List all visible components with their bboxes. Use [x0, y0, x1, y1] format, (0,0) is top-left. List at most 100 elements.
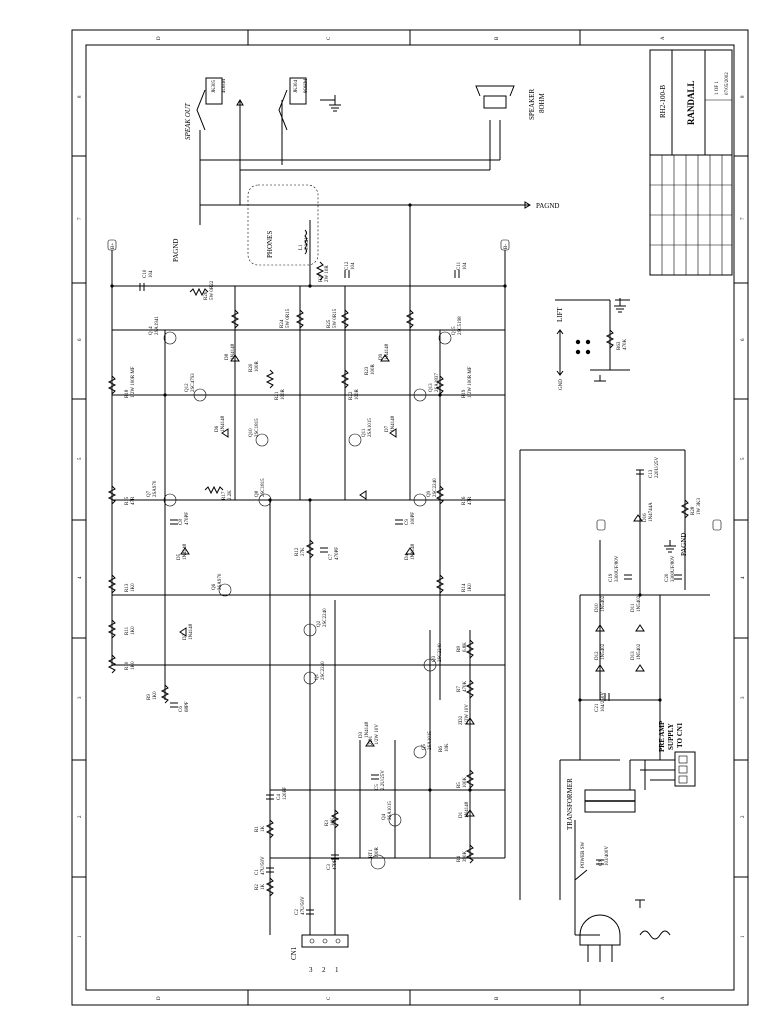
part-d4-value: 1N4148: [411, 543, 416, 560]
part-d11-value: 1N5402: [637, 595, 642, 612]
part-r8-ref: R8: [457, 646, 462, 652]
part-l1-ref: L1: [299, 244, 304, 250]
row-label-c-bottom: C: [327, 996, 332, 1000]
cn1-pin-1: 1: [335, 966, 339, 974]
part-c3-value: 47PF: [333, 859, 338, 870]
part-rt1-ref: RT1: [369, 849, 374, 858]
part-c7-ref: C7: [329, 554, 334, 560]
part-d1-value: 1N4148: [465, 801, 470, 818]
power-switch-label: POWER SW: [581, 841, 586, 868]
part-c6-ref: C6: [179, 706, 184, 712]
preamp-label-1: PRE AMP: [658, 720, 666, 752]
part-r3-value: 10K: [331, 817, 336, 826]
cn1-label: CN1: [290, 946, 298, 960]
part-d13-value: 1N5402: [637, 643, 642, 660]
col-label-8-left: 8: [78, 95, 83, 98]
part-r1-ref: R1: [255, 826, 260, 832]
preamp-label-3: TO CN1: [676, 722, 684, 748]
part-d10-ref: D10: [595, 603, 600, 612]
part-q11-value: 2SA1015: [368, 418, 373, 437]
part-r28-ref: R28: [691, 506, 696, 515]
part-q10-value: 2SC1815: [255, 418, 260, 437]
part-r24-ref: R24: [280, 319, 285, 328]
part-d1-ref: D1: [459, 811, 464, 818]
part-q8-ref: Q8: [255, 490, 260, 497]
col-label-1-left: 1: [78, 935, 83, 938]
part-r7-ref: R7: [457, 686, 462, 692]
part-r13-value: 1K0: [131, 583, 136, 592]
part-r3-ref: R3: [325, 820, 330, 826]
jk305-ohm-label: 4OHM: [222, 78, 227, 93]
col-label-2-right: 2: [741, 815, 746, 818]
part-cx-value: 103/400V: [605, 846, 610, 866]
lift-label: LIFT: [556, 307, 564, 323]
part-c6-value: 68PF: [185, 701, 190, 712]
part-r1-value: 1K: [261, 826, 266, 833]
part-r7-value: 470K: [463, 681, 468, 693]
part-d7-ref: D7: [385, 425, 390, 432]
part-r21-ref: R21: [275, 391, 280, 400]
part-c10-value: 104: [149, 270, 154, 278]
part-d8-value: 1N4148: [231, 343, 236, 360]
part-q7-ref: Q7: [147, 490, 152, 497]
part-c21-value: 104/250V: [601, 692, 606, 712]
part-q4-value: 2SA1015: [388, 801, 393, 820]
part-q9-value: 2SC2240: [433, 478, 438, 497]
part-d7-value: 1N4148: [391, 415, 396, 432]
part-c20-ref: C20: [665, 573, 670, 582]
part-zd1-ref: ZD1: [369, 735, 374, 745]
schematic-labels: SPEAK OUT JK305 4OHM JK304 8OHM SPEAKER …: [111, 78, 688, 974]
part-r13-ref: R13: [125, 583, 130, 592]
col-label-1-right: 1: [741, 935, 746, 938]
part-c8-ref: C8: [179, 519, 184, 525]
part-q3-ref: Q3: [432, 655, 437, 662]
part-r23-ref: R23: [365, 366, 370, 375]
part-c3-ref: C3: [327, 864, 332, 870]
part-r17-value: 2.2K: [228, 490, 233, 500]
pagnd-psu-label: PAGND: [680, 533, 688, 556]
part-l1-value: 3.3uH: [305, 237, 310, 250]
part-c7-value: 470PF: [335, 547, 340, 560]
drawing-number: RH2-100-B: [659, 85, 667, 118]
col-label-3-left: 3: [78, 696, 83, 699]
part-r4-value: 390K: [463, 851, 468, 863]
part-q12-ref: Q12: [185, 383, 190, 392]
part-r18-value: 1/2W 100R MF: [131, 366, 136, 398]
part-r19-ref: R19: [462, 389, 467, 398]
part-r23-value: 100R: [371, 364, 376, 376]
part-r5-ref: R5: [457, 782, 462, 788]
part-r14-ref: R14: [462, 583, 467, 592]
part-q9-ref: Q9: [427, 490, 432, 497]
part-q2-value: 2SC2240: [323, 608, 328, 627]
part-q4-ref: Q4: [382, 813, 387, 820]
part-c1-value: 47U/50V: [261, 856, 266, 875]
col-label-4-right: 4: [741, 576, 746, 579]
part-d5-value: 1N4148: [183, 543, 188, 560]
part-d2-value: 1N4148: [189, 623, 194, 640]
cn1-pin-2: 2: [322, 966, 326, 974]
drawing-date: 07/05/2002: [725, 72, 730, 95]
part-q15-ref: Q15: [452, 326, 457, 335]
part-q8-value: 2SC1815: [261, 478, 266, 497]
part-r15-value: 47R: [131, 496, 136, 505]
drawing-frame: D C B A D C B A 8 7 6 5 4 3 2 1 8 7 6 5 …: [71, 29, 749, 1006]
part-r12-ref: R12: [295, 547, 300, 556]
part-r16-value: 47R: [468, 496, 473, 505]
part-r6-ref: R6: [439, 746, 444, 752]
part-c21-ref: C21: [595, 703, 600, 712]
col-label-5-left: 5: [78, 457, 83, 460]
part-r26-value: 5W 0R22: [210, 280, 215, 300]
part-r11-value: 1K0: [131, 626, 136, 635]
jk304-label: JK304: [294, 79, 299, 93]
part-cx-ref: CX: [599, 859, 604, 866]
row-label-d-bottom: D: [157, 996, 162, 1000]
row-label-a-top: A: [661, 36, 666, 40]
col-label-2-left: 2: [78, 815, 83, 818]
pagnd-top-label: PAGND: [172, 239, 180, 262]
part-c11-ref: C11: [457, 261, 462, 270]
part-c11-value: 104: [463, 262, 468, 270]
part-r10-value: 1K0: [131, 661, 136, 670]
part-r16-ref: R16: [462, 496, 467, 505]
